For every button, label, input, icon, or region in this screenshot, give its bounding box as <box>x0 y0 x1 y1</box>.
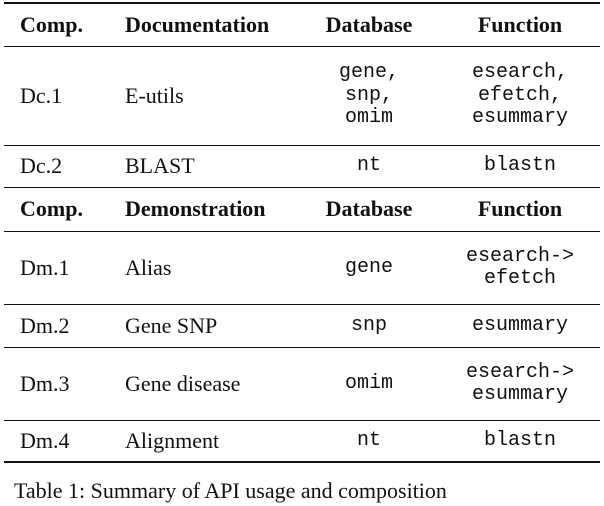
table-caption: Table 1: Summary of API usage and compos… <box>14 478 447 503</box>
header-demonstration: Demonstration <box>125 196 266 221</box>
row-database: nt <box>356 153 381 177</box>
table-row: Dm.4 Alignment nt blastn <box>4 422 600 460</box>
header-function: Function <box>477 12 563 37</box>
table-row: Dm.2 Gene SNP snp esummary <box>4 306 600 346</box>
header-comp: Comp. <box>20 12 83 37</box>
row-name: BLAST <box>125 153 195 178</box>
section-rule <box>4 187 600 188</box>
header-documentation: Documentation <box>125 12 270 37</box>
row-rule <box>4 347 600 348</box>
header-rule <box>4 46 600 47</box>
row-rule <box>4 420 600 421</box>
bottom-rule <box>4 461 600 463</box>
table-row: Dc.2 BLAST nt blastn <box>4 147 600 185</box>
row-name: Alignment <box>125 428 220 453</box>
header-rule <box>4 231 600 232</box>
row-function: blastn <box>483 153 556 177</box>
row-comp: Dm.4 <box>20 428 70 453</box>
row-database: snp <box>350 313 387 337</box>
row-rule <box>4 304 600 305</box>
table-row: Dc.1 E-utils gene, snp, omim esearch, ef… <box>4 48 600 144</box>
row-database: omim <box>344 371 393 395</box>
row-database: gene, snp, omim <box>338 61 399 130</box>
row-name: Alias <box>125 255 172 280</box>
header-database: Database <box>325 12 413 37</box>
row-function: esummary <box>471 313 568 337</box>
demonstration-header-row: Comp. Demonstration Database Function <box>4 189 600 229</box>
row-function: esearch, efetch, esummary <box>471 61 568 130</box>
row-database: gene <box>344 255 393 279</box>
row-comp: Dm.3 <box>20 371 70 396</box>
row-comp: Dc.1 <box>20 83 63 108</box>
header-function: Function <box>477 196 563 221</box>
top-rule <box>4 2 600 4</box>
row-comp: Dc.2 <box>20 153 63 178</box>
table-row: Dm.3 Gene disease omim esearch-> esummar… <box>4 349 600 419</box>
row-database: nt <box>356 428 381 452</box>
row-function: esearch-> esummary <box>465 360 575 406</box>
table-row: Dm.1 Alias gene esearch-> efetch <box>4 233 600 303</box>
row-function: blastn <box>483 428 556 452</box>
row-name: E-utils <box>125 83 184 108</box>
row-name: Gene SNP <box>125 313 218 338</box>
documentation-header-row: Comp. Documentation Database Function <box>4 6 600 44</box>
row-function: esearch-> efetch <box>465 244 575 290</box>
row-comp: Dm.2 <box>20 313 70 338</box>
row-name: Gene disease <box>125 371 241 396</box>
row-comp: Dm.1 <box>20 255 70 280</box>
header-database: Database <box>325 196 413 221</box>
header-comp: Comp. <box>20 196 83 221</box>
row-rule <box>4 145 600 146</box>
